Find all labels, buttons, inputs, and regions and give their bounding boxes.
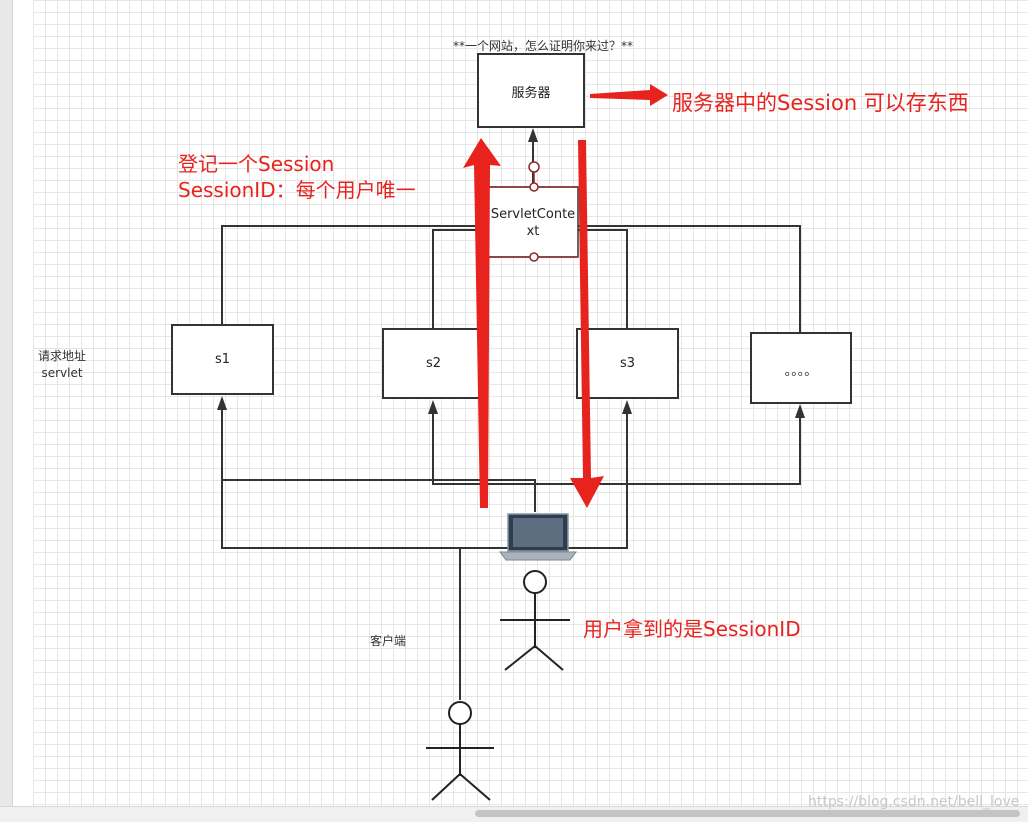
- context-selection: [488, 161, 578, 262]
- annotation-server-session: 服务器中的Session 可以存东西: [672, 91, 969, 115]
- diagram-canvas[interactable]: [33, 0, 1028, 806]
- node-s3-label: s3: [619, 356, 636, 371]
- arrow-s3: [622, 400, 632, 414]
- node-s1[interactable]: [171, 324, 274, 395]
- server-box[interactable]: [477, 53, 585, 128]
- arrow-s2: [428, 400, 438, 414]
- watermark: https://blog.csdn.net/bell_love: [808, 794, 1020, 810]
- client-label: 客户端: [370, 634, 407, 648]
- annotation-register-1: 登记一个Session: [178, 152, 335, 176]
- arrow-more: [795, 404, 805, 418]
- annotation-user-gets: 用户拿到的是SessionID: [583, 617, 801, 641]
- red-arrows: [463, 84, 668, 508]
- node-more[interactable]: [750, 332, 852, 404]
- annotation-register-2: SessionID：每个用户唯一: [178, 178, 416, 202]
- node-s1-label: s1: [214, 352, 231, 367]
- left-label: 请求地址 servlet: [38, 349, 87, 380]
- client-figure-icon: [426, 701, 494, 801]
- context-label: ServletConte xt: [490, 207, 576, 239]
- user-figure-icon: [500, 570, 570, 671]
- left-gutter: [0, 0, 13, 821]
- node-more-label: 。。。。: [784, 364, 818, 379]
- node-s3[interactable]: [576, 328, 679, 399]
- server-label: 服务器: [511, 86, 551, 101]
- top-note: **一个网站，怎么证明你来过？**: [453, 39, 634, 53]
- scrollbar-thumb[interactable]: [475, 810, 1020, 817]
- node-s2-label: s2: [425, 356, 442, 371]
- arrow-server: [528, 128, 538, 142]
- laptop-icon: [499, 513, 577, 561]
- arrow-s1: [217, 396, 227, 410]
